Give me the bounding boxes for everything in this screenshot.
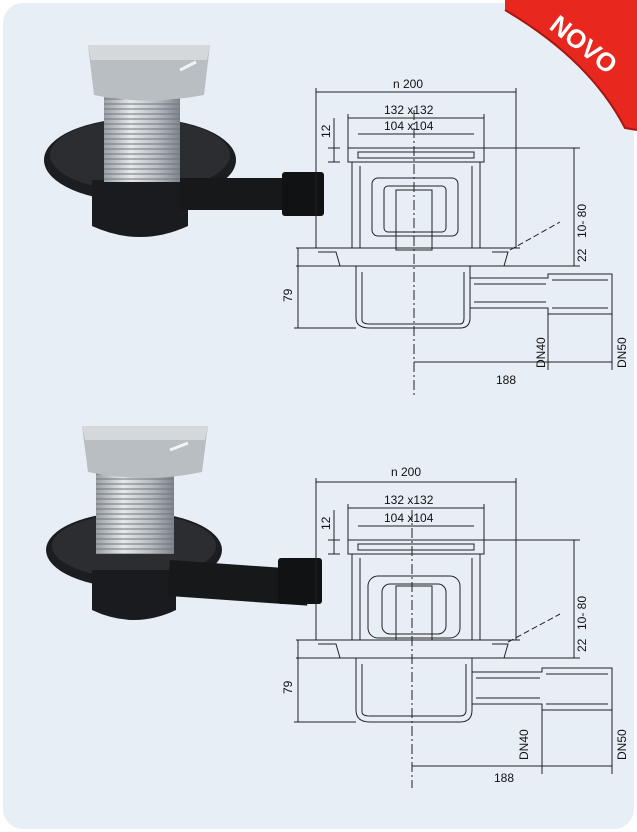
dim-grate-outer: 132 x132 bbox=[384, 493, 434, 507]
product-drawing-1: NOVO bbox=[0, 0, 637, 400]
dim-flange: 22 bbox=[575, 248, 589, 262]
dim-offset: 188 bbox=[494, 771, 514, 785]
dim-outer: n 200 bbox=[391, 465, 421, 479]
dimension-labels: n 200 132 x132 104 x104 12 10- 80 22 79 … bbox=[281, 465, 629, 785]
technical-drawing-1: NOVO bbox=[44, 0, 637, 395]
dim-adjust: 10- 80 bbox=[575, 204, 589, 238]
cross-section-drawing bbox=[294, 478, 613, 788]
dim-offset: 188 bbox=[496, 373, 516, 387]
dim-grate-inner: 104 x104 bbox=[384, 119, 434, 133]
dim-flange: 22 bbox=[575, 638, 589, 652]
product-drawing-2: n 200 132 x132 104 x104 12 10- 80 22 79 … bbox=[0, 410, 637, 810]
dim-grate-inner: 104 x104 bbox=[384, 511, 434, 525]
dim-outer: n 200 bbox=[393, 77, 423, 91]
dim-grate-outer: 132 x132 bbox=[384, 103, 434, 117]
dim-grate-height: 12 bbox=[319, 124, 333, 138]
dim-outlet-large: DN50 bbox=[615, 337, 629, 368]
dim-body-height: 79 bbox=[281, 680, 295, 694]
novo-badge: NOVO bbox=[504, 0, 637, 131]
dim-body-height: 79 bbox=[281, 288, 295, 302]
dimension-labels: n 200 132 x132 104 x104 12 10- 80 22 79 … bbox=[281, 77, 629, 387]
cross-section-drawing bbox=[294, 88, 613, 395]
product-photo bbox=[46, 426, 322, 620]
dim-outlet-large: DN50 bbox=[615, 729, 629, 760]
technical-drawing-2: n 200 132 x132 104 x104 12 10- 80 22 79 … bbox=[46, 426, 629, 788]
product-photo bbox=[44, 45, 324, 237]
dim-grate-height: 12 bbox=[319, 516, 333, 530]
dim-outlet-small: DN40 bbox=[517, 729, 531, 760]
dim-outlet-small: DN40 bbox=[534, 337, 548, 368]
dim-adjust: 10- 80 bbox=[575, 596, 589, 630]
